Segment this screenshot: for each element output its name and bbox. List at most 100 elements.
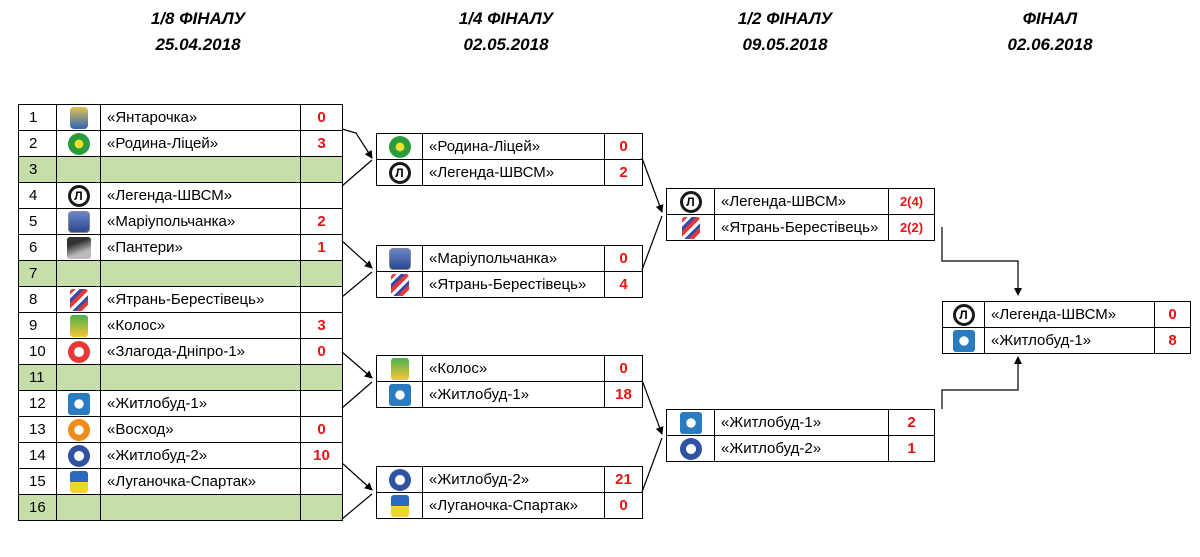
bracket-row: 13«Восход»0 bbox=[18, 416, 343, 443]
team-logo bbox=[666, 214, 715, 241]
connector-line bbox=[941, 356, 1022, 409]
qf-match-4: «Житлобуд-2»21«Луганочка-Спартак»0 bbox=[376, 466, 643, 519]
team-score bbox=[300, 390, 343, 417]
round-title: 1/8 ФІНАЛУ bbox=[150, 9, 246, 28]
team-name: «Житлобуд-1» bbox=[984, 327, 1155, 354]
seed-number: 14 bbox=[18, 442, 57, 469]
connector-line bbox=[341, 128, 373, 159]
seed-number: 10 bbox=[18, 338, 57, 365]
match-row: «Легенда-ШВСМ»2 bbox=[376, 159, 643, 186]
team-logo bbox=[56, 208, 101, 235]
bracket-row: 14«Житлобуд-2»10 bbox=[18, 442, 343, 469]
match-row: «Луганочка-Спартак»0 bbox=[376, 492, 643, 519]
seed-number: 3 bbox=[18, 156, 57, 183]
connector-line bbox=[341, 381, 373, 409]
team-score: 1 bbox=[888, 435, 935, 462]
team-logo bbox=[56, 156, 101, 183]
team-logo bbox=[376, 271, 423, 298]
team-score bbox=[300, 494, 343, 521]
qf-match-1: «Родина-Ліцей»0«Легенда-ШВСМ»2 bbox=[376, 133, 643, 186]
team-score: 0 bbox=[300, 416, 343, 443]
lehenda-logo-icon bbox=[679, 190, 702, 213]
team-name: «Ятрань-Берестівець» bbox=[714, 214, 889, 241]
team-score: 0 bbox=[604, 492, 643, 519]
team-score: 8 bbox=[1154, 327, 1191, 354]
connector-line bbox=[341, 351, 373, 379]
team-logo bbox=[56, 104, 101, 131]
connector-line bbox=[341, 462, 373, 491]
connector-line bbox=[641, 379, 664, 435]
team-logo bbox=[376, 466, 423, 493]
qf-match-3: «Колос»0«Житлобуд-1»18 bbox=[376, 355, 643, 408]
team-logo bbox=[666, 435, 715, 462]
team-name: «Легенда-ШВСМ» bbox=[714, 188, 889, 215]
round-header-final: ФІНАЛ 02.06.2018 bbox=[920, 6, 1180, 58]
connector-line bbox=[941, 227, 1022, 296]
team-logo bbox=[56, 390, 101, 417]
team-score: 2(4) bbox=[888, 188, 935, 215]
bracket-row: 4«Легенда-ШВСМ» bbox=[18, 182, 343, 209]
round-date: 02.05.2018 bbox=[463, 35, 549, 54]
bracket-row: 7 bbox=[18, 260, 343, 287]
match-row: «Ятрань-Берестівець»2(2) bbox=[666, 214, 935, 241]
team-name: «Злагода-Дніпро-1» bbox=[100, 338, 301, 365]
zhytlobud1-logo-icon bbox=[679, 411, 702, 434]
lehenda-logo-icon bbox=[388, 161, 411, 184]
team-logo bbox=[56, 286, 101, 313]
lehenda-logo-icon bbox=[952, 303, 975, 326]
team-score: 18 bbox=[604, 381, 643, 408]
round-of-16-table: 1«Янтарочка»02«Родина-Ліцей»334«Легенда-… bbox=[18, 104, 343, 521]
connector-line bbox=[341, 271, 373, 298]
team-logo bbox=[56, 182, 101, 209]
team-name: «Ятрань-Берестівець» bbox=[422, 271, 605, 298]
team-logo bbox=[666, 409, 715, 436]
team-name bbox=[100, 260, 301, 287]
final-match: «Легенда-ШВСМ»0«Житлобуд-1»8 bbox=[942, 301, 1191, 354]
team-name bbox=[100, 494, 301, 521]
team-score: 0 bbox=[300, 104, 343, 131]
bracket-row: 12«Житлобуд-1» bbox=[18, 390, 343, 417]
match-row: «Ятрань-Берестівець»4 bbox=[376, 271, 643, 298]
connector-line bbox=[641, 157, 664, 213]
zhytlobud2-logo-icon bbox=[67, 444, 90, 467]
yatran-logo-icon bbox=[69, 288, 88, 311]
seed-number: 13 bbox=[18, 416, 57, 443]
team-name: «Легенда-ШВСМ» bbox=[422, 159, 605, 186]
zhytlobud2-logo-icon bbox=[388, 468, 411, 491]
zhytlobud1-logo-icon bbox=[388, 383, 411, 406]
team-logo bbox=[56, 260, 101, 287]
team-score: 1 bbox=[300, 234, 343, 261]
team-score: 2 bbox=[300, 208, 343, 235]
bracket-row: 3 bbox=[18, 156, 343, 183]
zhytlobud1-logo-icon bbox=[67, 392, 90, 415]
sf-match-2: «Житлобуд-1»2«Житлобуд-2»1 bbox=[666, 409, 935, 462]
team-score: 2 bbox=[888, 409, 935, 436]
seed-number: 11 bbox=[18, 364, 57, 391]
team-score: 2 bbox=[604, 159, 643, 186]
pantery-logo-icon bbox=[66, 236, 91, 259]
qf-match-2: «Маріупольчанка»0«Ятрань-Берестівець»4 bbox=[376, 245, 643, 298]
crest-logo-icon bbox=[69, 106, 88, 129]
kolos-logo-icon bbox=[69, 314, 88, 337]
team-logo bbox=[56, 312, 101, 339]
team-name: «Маріупольчанка» bbox=[422, 245, 605, 272]
seed-number: 2 bbox=[18, 130, 57, 157]
team-logo bbox=[942, 327, 985, 354]
team-name: «Житлобуд-2» bbox=[714, 435, 889, 462]
kolos-logo-icon bbox=[390, 357, 409, 380]
team-logo bbox=[56, 130, 101, 157]
voskhod-logo-icon bbox=[67, 418, 90, 441]
lehenda-logo-icon bbox=[67, 184, 90, 207]
bracket-row: 1«Янтарочка»0 bbox=[18, 104, 343, 131]
seed-number: 7 bbox=[18, 260, 57, 287]
team-score: 0 bbox=[604, 133, 643, 160]
rodyna-logo-icon bbox=[67, 132, 90, 155]
team-logo bbox=[666, 188, 715, 215]
match-row: «Житлобуд-1»18 bbox=[376, 381, 643, 408]
connector-line bbox=[341, 159, 373, 187]
connector-line bbox=[341, 240, 373, 269]
zlahoda-logo-icon bbox=[67, 340, 90, 363]
match-row: «Житлобуд-2»1 bbox=[666, 435, 935, 462]
connector-line bbox=[641, 215, 663, 271]
